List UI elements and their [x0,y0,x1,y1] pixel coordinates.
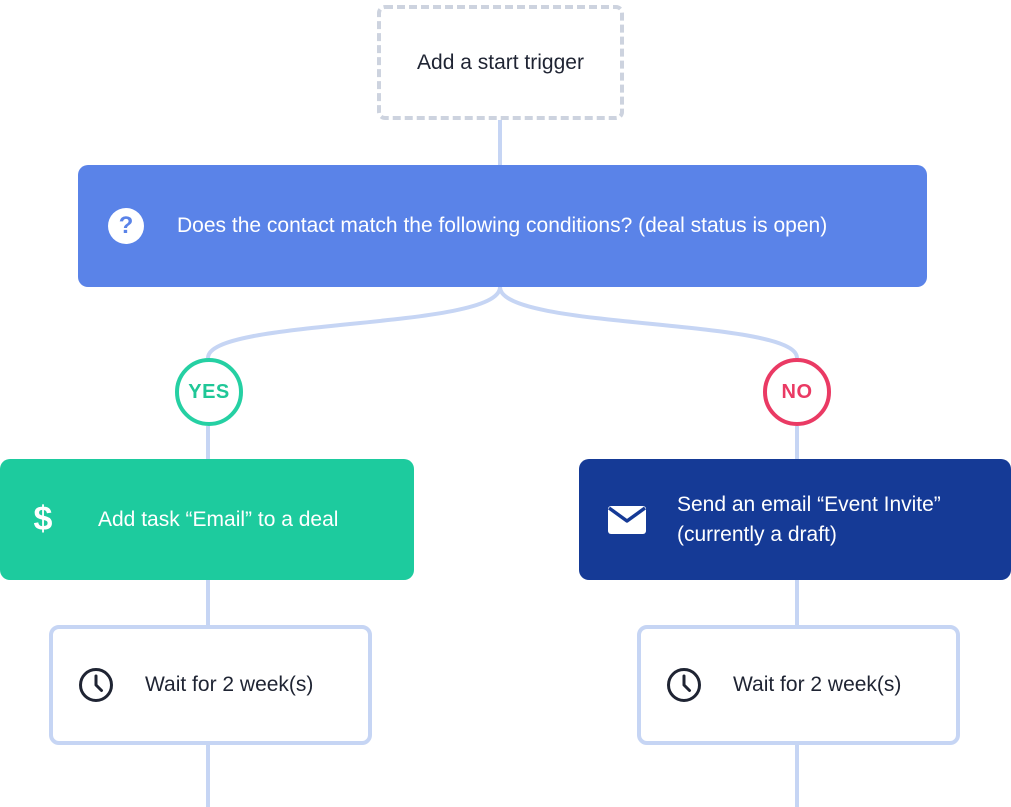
send-email-action-text: Send an email “Event Invite” (currently … [677,492,941,546]
wait-right-text: Wait for 2 week(s) [733,673,902,696]
send-email-action-node[interactable]: Send an email “Event Invite” (currently … [579,459,1011,580]
envelope-icon [608,505,646,534]
dollar-icon: $ [33,500,53,538]
connector-condition-to-yes [206,286,502,359]
no-branch-label: NO [781,380,813,403]
start-trigger-label: Add a start trigger [417,50,584,74]
clock-icon [78,667,114,703]
yes-branch-badge: YES [175,358,243,426]
condition-node[interactable]: ? Does the contact match the following c… [78,165,927,287]
wait-node-right[interactable]: Wait for 2 week(s) [637,625,960,745]
wait-left-text: Wait for 2 week(s) [145,673,314,696]
start-trigger-node[interactable]: Add a start trigger [377,5,624,120]
no-branch-badge: NO [763,358,831,426]
yes-branch-label: YES [188,380,230,403]
question-icon: ? [108,208,144,244]
wait-node-left[interactable]: Wait for 2 week(s) [49,625,372,745]
clock-icon [666,667,702,703]
condition-text: Does the contact match the following con… [177,214,828,237]
connector-condition-to-no [498,286,799,359]
add-task-action-node[interactable]: $ Add task “Email” to a deal [0,459,414,580]
add-task-action-text: Add task “Email” to a deal [98,507,339,531]
